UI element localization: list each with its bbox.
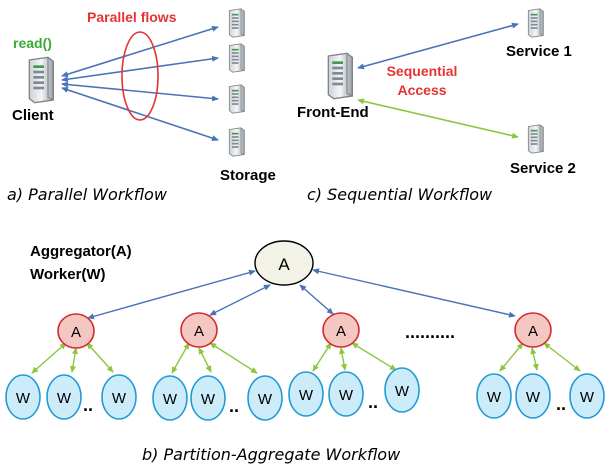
worker-node	[5, 374, 41, 420]
aggregator-worker-arrow	[209, 342, 258, 374]
worker-label: W	[395, 383, 410, 400]
aggregator-group: A W W .. W	[152, 312, 283, 421]
sequential-workflow-panel: Service 1 Front-End Sequential Access Se…	[297, 8, 576, 204]
worker-node	[247, 375, 283, 421]
parallel-flows-label: Parallel flows	[87, 9, 177, 25]
aggregator-worker-arrow	[31, 342, 67, 374]
service1-access-arrow	[357, 22, 519, 70]
root-aggregator-arrow	[299, 284, 334, 315]
sequential-access-label-line1: Sequential	[387, 63, 458, 79]
worker-label: W	[580, 389, 595, 406]
workers-ellipsis: ..	[229, 396, 239, 416]
aggregator-label: A	[336, 323, 346, 340]
workers-ellipsis: ..	[83, 395, 93, 415]
worker-label: W	[299, 387, 314, 404]
aggregator-label: A	[528, 323, 538, 340]
storage-server-icon	[228, 127, 245, 157]
service2-server-icon	[527, 124, 544, 154]
worker-label: W	[339, 387, 354, 404]
worker-label: W	[163, 391, 178, 408]
worker-label: W	[487, 389, 502, 406]
parallel-flows-ellipse	[121, 31, 159, 121]
root-aggregator-arrow	[87, 269, 256, 320]
client-server-icon	[28, 56, 55, 104]
service2-label: Service 2	[510, 160, 576, 177]
storage-server-icon	[228, 8, 245, 38]
legend-worker-label: Worker(W)	[30, 266, 106, 283]
aggregator-node	[514, 312, 552, 348]
worker-label: W	[258, 391, 273, 408]
service2-access-arrow	[357, 98, 519, 139]
aggregator-worker-arrow	[351, 342, 397, 371]
worker-node	[328, 371, 364, 417]
storage-server-icon	[228, 43, 245, 73]
parallel-flow-arrow	[61, 55, 219, 83]
workers-ellipsis: ..	[368, 392, 378, 412]
aggregator-group: A W W .. W	[476, 312, 605, 419]
aggregator-group: A W W .. W	[288, 312, 420, 417]
worker-node	[288, 371, 324, 417]
aggregator-node	[322, 312, 360, 348]
worker-node	[190, 375, 226, 421]
aggregator-worker-arrow	[543, 342, 581, 372]
aggregator-worker-arrow	[339, 347, 347, 371]
aggregator-node	[180, 312, 218, 348]
aggregators-ellipsis: ..........	[405, 322, 455, 342]
worker-label: W	[112, 390, 127, 407]
aggregator-worker-arrow	[70, 347, 78, 373]
partition-aggregate-caption: b) Partition-Aggregate Workflow	[142, 445, 401, 464]
parallel-workflow-caption: a) Parallel Workflow	[7, 185, 168, 204]
root-aggregator-node	[254, 240, 314, 286]
service1-label: Service 1	[506, 43, 572, 60]
root-aggregator-arrow	[312, 268, 516, 318]
service1-server-icon	[527, 8, 544, 38]
worker-node	[476, 373, 512, 419]
worker-label: W	[16, 390, 31, 407]
worker-node	[46, 374, 82, 420]
aggregator-node	[57, 313, 95, 349]
aggregator-worker-arrow	[530, 347, 539, 371]
worker-node	[569, 373, 605, 419]
aggregator-group: A W W .. W	[5, 313, 137, 420]
frontend-label: Front-End	[297, 104, 369, 121]
frontend-server-icon	[327, 52, 354, 100]
worker-label: W	[526, 389, 541, 406]
root-aggregator-label: A	[278, 255, 290, 274]
root-aggregator-arrow	[209, 284, 271, 316]
worker-node	[152, 375, 188, 421]
worker-label: W	[201, 391, 216, 408]
aggregator-worker-arrow	[198, 347, 212, 373]
partition-aggregate-panel: Aggregator(A) Worker(W) A A W W .. W	[5, 240, 605, 464]
aggregator-worker-arrow	[86, 342, 114, 373]
aggregator-worker-arrow	[312, 342, 332, 372]
aggregator-worker-arrow	[171, 342, 190, 374]
parallel-flow-arrow	[61, 81, 219, 102]
sequential-workflow-caption: c) Sequential Workflow	[307, 185, 493, 204]
legend-aggregator-label: Aggregator(A)	[30, 243, 132, 260]
parallel-workflow-panel: Parallel flows read() Client Storage a) …	[7, 8, 276, 204]
worker-node	[101, 374, 137, 420]
worker-node	[384, 367, 420, 413]
aggregator-label: A	[71, 324, 81, 341]
read-label: read()	[13, 35, 52, 51]
client-label: Client	[12, 107, 54, 124]
storage-label: Storage	[220, 167, 276, 184]
worker-node	[515, 373, 551, 419]
worker-label: W	[57, 390, 72, 407]
storage-server-icon	[228, 84, 245, 114]
workers-ellipsis: ..	[556, 394, 566, 414]
sequential-access-label-line2: Access	[397, 82, 446, 98]
aggregator-worker-arrow	[499, 342, 524, 372]
aggregator-label: A	[194, 323, 204, 340]
parallel-flow-arrow	[61, 87, 219, 141]
